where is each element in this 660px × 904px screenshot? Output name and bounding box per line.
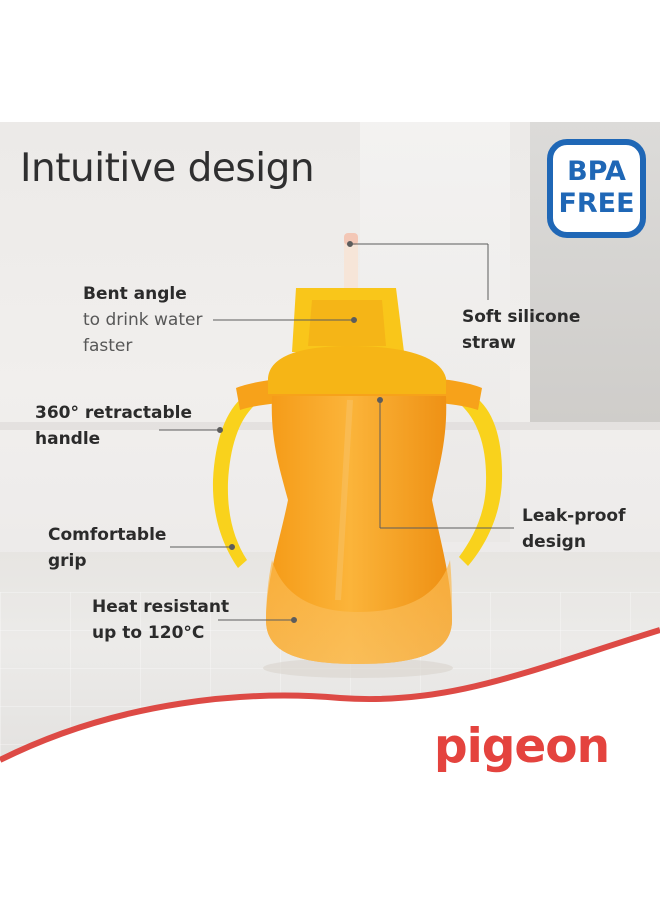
badge-line-1: BPA (567, 156, 626, 187)
pigeon-logo: pigeon (434, 719, 610, 774)
badge-line-2: FREE (558, 188, 635, 219)
cup-body (266, 396, 452, 664)
callout-handle-line1: 360° retractable (35, 403, 193, 423)
lid-dome (268, 346, 446, 394)
callout-leak-line2: design (522, 532, 586, 552)
callout-bent-angle: Bent angle to drink water faster (83, 281, 202, 359)
callout-heat-resistant: Heat resistant up to 120°C (92, 594, 229, 646)
callout-straw-line1: Soft silicone (462, 307, 581, 327)
bpa-free-badge: BPA FREE (547, 139, 646, 238)
callout-bent-angle-line2: to drink water (83, 310, 203, 330)
callout-heat-line1: Heat resistant (92, 597, 230, 617)
callout-leak-line1: Leak-proof (522, 506, 626, 526)
callout-straw: Soft silicone straw (462, 304, 580, 356)
callout-grip: Comfortable grip (48, 522, 166, 574)
callout-bent-angle-title: Bent angle (83, 284, 187, 304)
cup-shadow (263, 658, 453, 678)
callout-grip-line2: grip (48, 551, 87, 571)
callout-grip-line1: Comfortable (48, 525, 167, 545)
headline: Intuitive design (20, 146, 315, 191)
callout-leak-proof: Leak-proof design (522, 503, 626, 555)
left-handle (212, 396, 256, 568)
callout-bent-angle-line3: faster (83, 336, 133, 356)
callout-handle-line2: handle (35, 429, 101, 449)
callout-straw-line2: straw (462, 333, 516, 353)
callout-heat-line2: up to 120°C (92, 623, 205, 643)
right-handle (459, 396, 503, 566)
top-band (0, 0, 660, 122)
callout-handle: 360° retractable handle (35, 400, 192, 452)
